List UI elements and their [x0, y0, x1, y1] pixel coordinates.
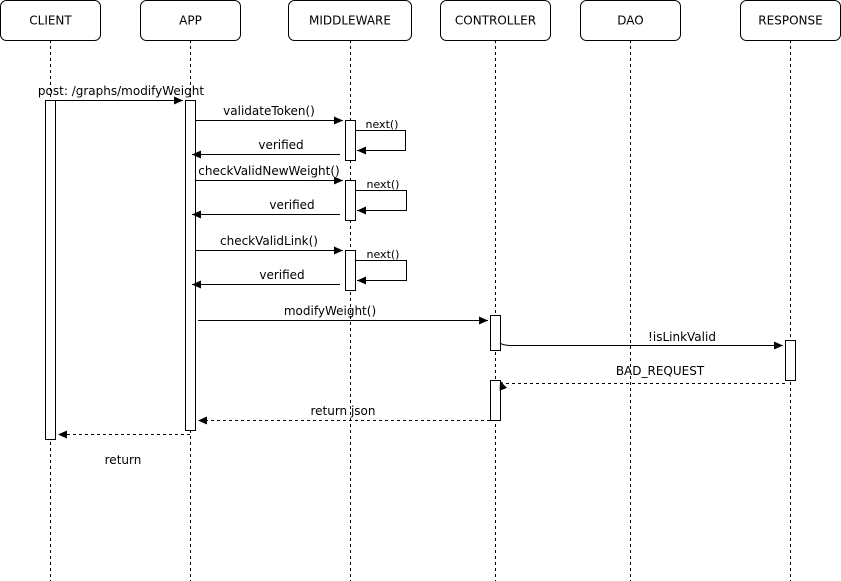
- message-next-2-arrow: [355, 190, 407, 215]
- message-check-valid-new-weight-label: checkValidNewWeight(): [198, 164, 339, 178]
- message-verified-1-label: verified: [258, 138, 303, 152]
- activation-app: [185, 100, 196, 431]
- message-is-link-valid-label: !isLinkValid: [648, 330, 716, 344]
- participant-middleware: MIDDLEWARE: [288, 0, 412, 41]
- activation-middleware-1: [345, 120, 356, 161]
- messages: [50, 96, 785, 439]
- participant-label: MIDDLEWARE: [309, 14, 391, 28]
- participant-app: APP: [140, 0, 241, 41]
- message-verified-2-label: verified: [269, 198, 314, 212]
- participant-controller: CONTROLLER: [440, 0, 551, 41]
- message-validate-token-label: validateToken(): [223, 104, 315, 118]
- activation-controller-1: [490, 315, 501, 351]
- participant-label: CONTROLLER: [455, 14, 536, 28]
- message-post-label: post: /graphs/modifyWeight: [38, 84, 204, 98]
- participant-label: DAO: [617, 14, 643, 28]
- message-next-1-arrow: [355, 130, 406, 155]
- activation-client: [45, 100, 56, 440]
- message-return-json-label: return json: [310, 404, 375, 418]
- participant-label: APP: [179, 14, 202, 28]
- message-verified-3-label: verified: [259, 268, 304, 282]
- message-is-link-valid-arrow: [499, 341, 783, 350]
- activation-controller-2: [490, 380, 501, 421]
- activations: [45, 100, 796, 440]
- participant-client: CLIENT: [0, 0, 101, 41]
- message-bad-request-arrow: [499, 380, 785, 391]
- participant-response: RESPONSE: [740, 0, 841, 41]
- message-check-valid-link-label: checkValidLink(): [220, 234, 318, 248]
- message-next-3-label: next(): [367, 248, 400, 261]
- message-next-3-arrow: [355, 260, 407, 285]
- participant-dao: DAO: [580, 0, 681, 41]
- message-labels: post: /graphs/modifyWeight validateToken…: [38, 84, 716, 467]
- activation-response: [785, 340, 796, 381]
- message-modify-weight-label: modifyWeight(): [284, 304, 376, 318]
- activation-middleware-3: [345, 250, 356, 291]
- message-next-1-label: next(): [366, 118, 399, 131]
- message-bad-request-label: BAD_REQUEST: [616, 364, 705, 378]
- participant-label: RESPONSE: [758, 14, 822, 28]
- message-next-2-label: next(): [367, 178, 400, 191]
- participant-label: CLIENT: [29, 14, 72, 28]
- message-return-label: return: [105, 453, 142, 467]
- activation-middleware-2: [345, 180, 356, 221]
- lifelines: [50, 40, 791, 581]
